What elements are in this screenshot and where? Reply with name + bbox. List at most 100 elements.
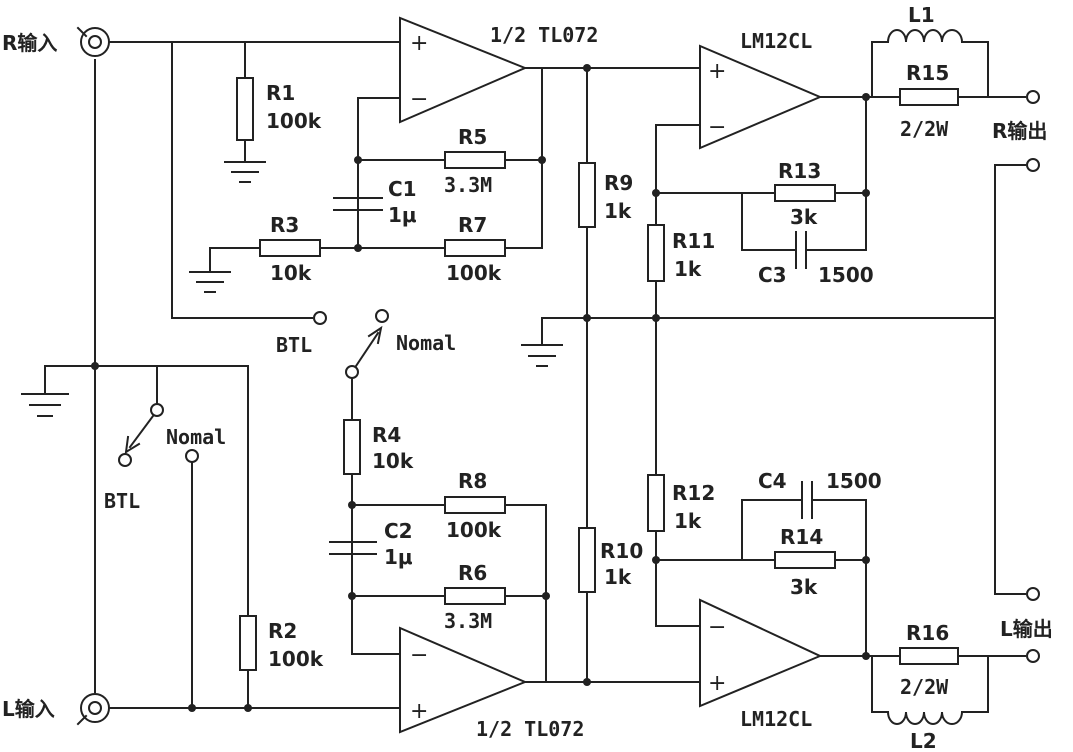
- wires: [44, 41, 1026, 713]
- r14-value: 3k: [790, 575, 818, 599]
- r4-name: R4: [372, 423, 401, 447]
- r9-name: R9: [604, 171, 633, 195]
- resistor-r4: [343, 419, 361, 475]
- resistor-r11: [647, 224, 665, 282]
- ground-icon: [21, 393, 69, 417]
- l1-name: L1: [908, 3, 935, 27]
- opamp-bottom-label: 1/2 TL072: [476, 717, 584, 741]
- capacitors: [329, 159, 818, 597]
- opamp-bottom-minus: −: [410, 643, 428, 668]
- resistor-r13: [774, 184, 836, 202]
- r-input-jack-icon: [76, 26, 110, 57]
- resistor-r9: [578, 162, 596, 228]
- r-input-label: R输入: [2, 31, 57, 55]
- resistor-r16: [899, 647, 959, 665]
- r8-value: 100k: [446, 518, 502, 542]
- r9-value: 1k: [604, 199, 632, 223]
- c2-value: 1μ: [384, 545, 413, 569]
- r5-name: R5: [458, 125, 487, 149]
- junctions: [91, 64, 870, 712]
- r16-value: 2/2W: [900, 675, 949, 699]
- arrow-icon: [367, 325, 383, 345]
- r6-value: 3.3M: [444, 609, 492, 633]
- r1-name: R1: [266, 81, 295, 105]
- r2-value: 100k: [268, 647, 324, 671]
- l2-name: L2: [910, 729, 937, 752]
- r12-name: R12: [672, 481, 715, 505]
- ground-icon: [521, 344, 563, 367]
- switch-bottom: [118, 403, 199, 467]
- c4-value: 1500: [826, 469, 882, 493]
- resistor-r15: [899, 88, 959, 106]
- r16-name: R16: [906, 621, 949, 645]
- r10-value: 1k: [604, 565, 632, 589]
- r10-name: R10: [600, 539, 643, 563]
- inductor-l2: [886, 710, 964, 725]
- r4-value: 10k: [372, 449, 414, 473]
- switch-top-normal-label: Nomal: [396, 331, 456, 355]
- opamp-top-label: 1/2 TL072: [490, 23, 598, 47]
- r3-value: 10k: [270, 261, 312, 285]
- power-amp-bottom-minus: −: [708, 615, 726, 640]
- c1-name: C1: [388, 177, 417, 201]
- r7-value: 100k: [446, 261, 502, 285]
- c4-name: C4: [758, 469, 787, 493]
- r-output-terminal-plus: [1026, 90, 1040, 104]
- r7-name: R7: [458, 213, 487, 237]
- terminals: [1026, 90, 1040, 663]
- ground-icon: [189, 271, 231, 293]
- switch-top: [313, 309, 389, 379]
- power-amp-top-label: LM12CL: [740, 29, 812, 53]
- resistor-r2: [239, 615, 257, 671]
- l-output-terminal-minus: [1026, 587, 1040, 601]
- switch-top-btl-label: BTL: [276, 333, 312, 357]
- arrow-icon: [124, 435, 141, 454]
- r8-name: R8: [458, 469, 487, 493]
- power-amp-top: [699, 44, 823, 150]
- resistor-r1: [236, 77, 254, 141]
- c2-name: C2: [384, 519, 413, 543]
- r1-value: 100k: [266, 109, 322, 133]
- resistors: [236, 77, 959, 671]
- inductor-l1: [886, 29, 964, 44]
- power-amp-top-minus: −: [708, 115, 726, 140]
- l-input-label: L输入: [2, 697, 55, 721]
- resistor-r14: [774, 551, 836, 569]
- c3-value: 1500: [818, 263, 874, 287]
- amp-signs: + − − + + − − +: [410, 31, 726, 724]
- r14-name: R14: [780, 525, 823, 549]
- r11-name: R11: [672, 229, 715, 253]
- r13-value: 3k: [790, 205, 818, 229]
- switch-bottom-normal-label: Nomal: [166, 425, 226, 449]
- switch-bottom-btl-contact: [118, 453, 132, 467]
- capacitor-c3: [795, 231, 807, 269]
- r6-name: R6: [458, 561, 487, 585]
- opamp-top-minus: −: [410, 87, 428, 112]
- r15-value: 2/2W: [900, 117, 949, 141]
- l-input-jack-icon: [76, 693, 110, 726]
- c1-value: 1μ: [388, 203, 417, 227]
- ground-icon: [224, 161, 266, 183]
- opamp-bottom: [399, 626, 528, 734]
- resistor-r12: [647, 474, 665, 532]
- r3-name: R3: [270, 213, 299, 237]
- jacks: [76, 26, 110, 726]
- switch-bottom-common: [150, 403, 164, 417]
- switch-top-btl-contact: [313, 311, 327, 325]
- resistor-r5: [444, 151, 506, 169]
- amplifiers: [399, 16, 823, 734]
- r5-value: 3.3M: [444, 173, 492, 197]
- power-amp-bottom-plus: +: [708, 671, 726, 696]
- switch-bottom-btl-label: BTL: [104, 489, 140, 513]
- resistor-r6: [444, 587, 506, 605]
- resistor-r8: [444, 496, 506, 514]
- resistor-r3: [259, 239, 321, 257]
- opamp-top: [399, 16, 528, 124]
- r11-value: 1k: [674, 257, 702, 281]
- power-amp-top-plus: +: [708, 59, 726, 84]
- switch-top-common: [345, 365, 359, 379]
- labels: R输入 L输入 R输出 L输出 1/2 TL072 1/2 TL072 LM12…: [2, 3, 1053, 752]
- l-output-label: L输出: [1000, 617, 1053, 641]
